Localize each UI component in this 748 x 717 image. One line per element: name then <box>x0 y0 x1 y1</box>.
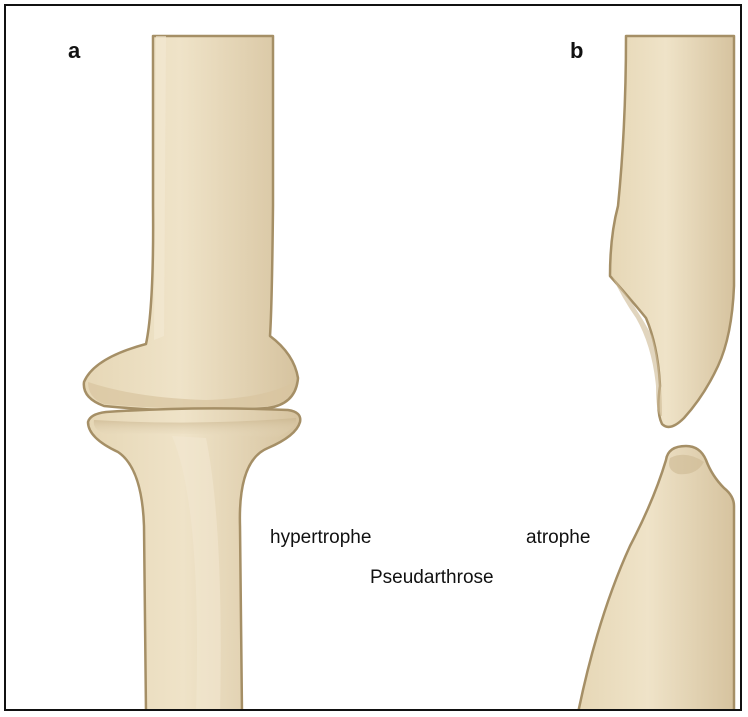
caption-hypertrophe: hypertrophe <box>270 527 371 549</box>
panel-a-lower-bone <box>88 408 300 711</box>
panel-b-upper-bone <box>610 36 734 427</box>
bone-illustration <box>6 6 742 711</box>
panel-label-b: b <box>570 38 583 64</box>
figure-frame: a b hypertrophe atrophe Pseudarthrose <box>4 4 742 711</box>
panel-a-upper-bone <box>84 36 298 411</box>
panel-label-a: a <box>68 38 80 64</box>
caption-pseudarthrose: Pseudarthrose <box>370 567 494 589</box>
panel-b-lower-bone <box>578 446 734 711</box>
caption-atrophe: atrophe <box>526 527 590 549</box>
